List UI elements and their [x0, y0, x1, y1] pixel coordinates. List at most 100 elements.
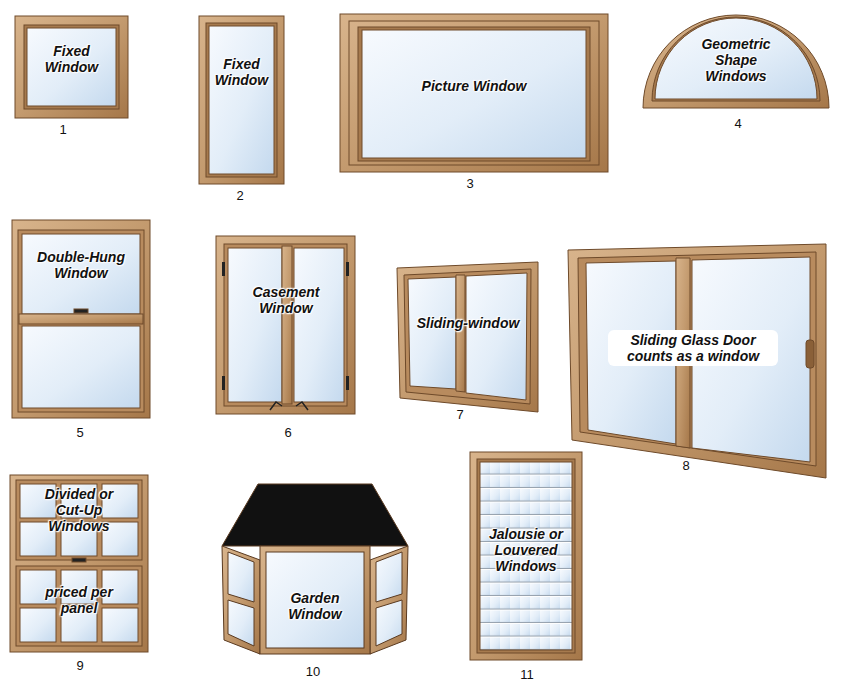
sliding-window-frame-part [404, 269, 531, 404]
window-pane: Divided or Cut-Up Windows priced per pane… [16, 480, 142, 646]
picture-window-frame-part [358, 27, 590, 161]
garden-window-frame [222, 484, 408, 654]
window-type-label: Sliding Glass Door counts as a window [608, 330, 778, 366]
window-pane: Casement Window [228, 272, 344, 328]
garden-window-frame-part [222, 546, 260, 654]
sliding-window-frame-part [408, 277, 456, 389]
fixed-window-frame-part [15, 16, 128, 118]
callout-number: 8 [682, 458, 689, 473]
casement-window-frame-part [228, 248, 282, 402]
garden-window-frame-part [376, 600, 402, 646]
casement-window-frame-part [346, 376, 349, 390]
picture-window-frame-part [362, 30, 586, 158]
sliding-window-frame-part [466, 273, 527, 400]
window-pane: Jalousie or Louvered Windows [480, 496, 572, 604]
jalousie-window-frame-part [480, 462, 572, 650]
jalousie-window-frame [470, 452, 582, 660]
window-pane: Fixed Window [27, 28, 116, 90]
window-pane: Picture Window [362, 60, 586, 112]
picture-window-frame-part [340, 14, 608, 172]
window-type-label: Garden Window [275, 590, 355, 622]
window-pane: Fixed Window [209, 40, 274, 104]
sliding-door-frame-part [578, 252, 816, 466]
window-type-label: Fixed Window [211, 56, 273, 88]
double-hung-window-frame-part [19, 314, 143, 324]
divided-window-frame-part [16, 480, 142, 560]
divided-window-frame-part [72, 558, 86, 562]
garden-window-frame-part [228, 552, 254, 602]
divided-window-frame-part-part [102, 608, 138, 642]
callout-number: 3 [466, 176, 473, 191]
callout-number: 9 [76, 658, 83, 673]
casement-window-frame-part [270, 402, 308, 410]
picture-window-frame [340, 14, 608, 172]
half-round-window-frame-part [655, 18, 817, 99]
callout-number: 10 [306, 664, 320, 679]
casement-window-frame-part [216, 236, 355, 414]
casement-window-frame-part [224, 244, 347, 406]
casement-window-frame-part [346, 262, 349, 276]
window-type-label: Picture Window [422, 78, 527, 94]
window-pane: Sliding Glass Door counts as a window [598, 322, 788, 374]
jalousie-window-frame-part [470, 452, 582, 660]
jalousie-window-frame-part [477, 459, 575, 653]
casement-window-frame-part [294, 248, 344, 402]
fixed-window-frame-part [206, 23, 277, 177]
divided-window-frame-part [16, 566, 142, 646]
callout-number: 1 [59, 122, 66, 137]
window-type-label: Jalousie or Louvered Windows [488, 526, 564, 574]
double-hung-window-frame-part [12, 220, 150, 418]
sliding-door-frame [568, 244, 826, 478]
callout-number: 11 [520, 667, 534, 682]
fixed-window-frame-part [27, 28, 116, 106]
garden-window-frame-part [376, 552, 402, 602]
garden-window-frame-part [228, 600, 254, 646]
sliding-door-frame-part [568, 244, 826, 478]
divided-window-frame-part-part [20, 608, 56, 642]
window-type-label: priced per panel [31, 584, 127, 616]
callout-number: 4 [734, 116, 741, 131]
fixed-window-frame-part [209, 26, 274, 174]
sliding-window-frame-part [397, 262, 538, 412]
callout-number: 7 [456, 407, 463, 422]
garden-window-frame-part [370, 546, 408, 654]
garden-window-frame-part [266, 552, 364, 648]
window-type-label: Fixed Window [37, 43, 107, 75]
window-pane: Sliding-window [408, 305, 528, 341]
callout-number: 5 [76, 425, 83, 440]
casement-window-frame-part [282, 246, 292, 404]
garden-window-frame-part [222, 484, 408, 546]
window-type-label: Geometric Shape Windows [687, 36, 785, 84]
divided-window-frame-part [10, 475, 148, 652]
window-pane: Double-Hung Window [22, 236, 140, 294]
casement-window-frame [216, 236, 355, 414]
half-round-window-frame-part [652, 17, 820, 101]
window-type-label: Sliding-window [417, 315, 520, 331]
garden-window-frame-part [260, 546, 370, 654]
sliding-window-frame-part [456, 275, 465, 392]
window-type-label: Casement Window [244, 284, 328, 316]
callout-number: 2 [236, 188, 243, 203]
double-hung-window-frame-part [18, 230, 144, 412]
casement-window-frame-part [222, 262, 225, 276]
fixed-window-frame-part [24, 25, 119, 109]
double-hung-window-frame-part [22, 234, 140, 314]
fixed-window-frame-part [199, 16, 284, 184]
window-type-label: Divided or Cut-Up Windows [31, 486, 127, 534]
window-pane: Garden Window [266, 578, 364, 634]
sliding-window-frame [397, 262, 538, 412]
half-round-window-frame-part [643, 15, 829, 108]
callout-number: 6 [284, 425, 291, 440]
double-hung-window-frame-part [22, 326, 140, 408]
window-pane: Geometric Shape Windows [660, 24, 812, 96]
window-type-label: Double-Hung Window [27, 249, 135, 281]
sliding-door-frame-part [806, 340, 814, 368]
fixed-window-frame [199, 16, 284, 184]
divided-window-frame [10, 475, 148, 652]
fixed-window-frame [15, 16, 128, 118]
half-round-window-frame [643, 15, 829, 108]
casement-window-frame-part [222, 376, 225, 390]
divided-window-frame-part [20, 484, 138, 642]
double-hung-window-frame-part [74, 309, 88, 313]
